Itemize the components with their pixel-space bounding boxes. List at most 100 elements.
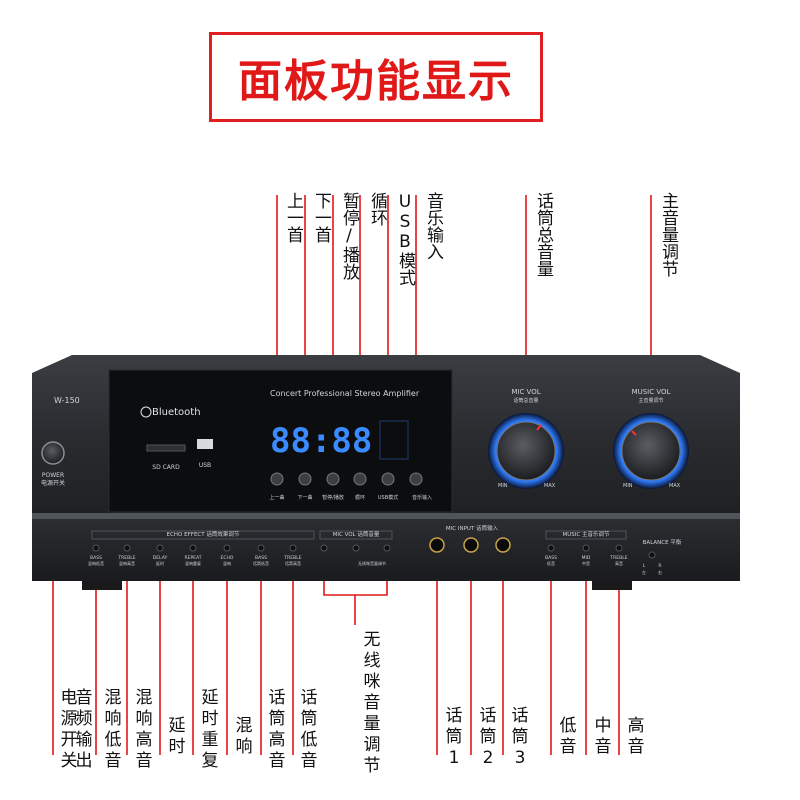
power-label: POWER xyxy=(42,472,64,479)
music-bass-knob[interactable] xyxy=(547,544,555,552)
mic-jack-3[interactable] xyxy=(495,537,511,553)
label-echo-treble: 混响高音 xyxy=(135,688,153,771)
mic-vol-label-cn: 话筒总音量 xyxy=(513,397,538,404)
music-min-label: MIN xyxy=(623,483,633,489)
power-label-cn: 电源开关 xyxy=(41,479,65,487)
echo-knob-cn-4: 混响重复 xyxy=(185,560,201,566)
label-delay: 延时 xyxy=(168,716,186,757)
label-play-pause: 暂停/播放 xyxy=(339,192,359,280)
usb-mode-button[interactable] xyxy=(381,472,395,486)
label-music-input: 音乐输入 xyxy=(423,192,443,260)
mic-treble-knob[interactable] xyxy=(289,544,297,552)
display-indicators xyxy=(379,420,409,460)
amplifier-panel: W-150 POWER 电源开关 Bluetooth Concert Profe… xyxy=(32,355,740,590)
music-treble-knob[interactable] xyxy=(615,544,623,552)
label-bass: 低音 xyxy=(559,716,577,757)
echo-effect-label: ECHO EFFECT 话筒效果调节 xyxy=(167,530,240,538)
mic-bass-knob[interactable] xyxy=(257,544,265,552)
music-max-label: MAX xyxy=(669,483,681,489)
label-usb-mode: USB模式 xyxy=(395,192,415,286)
sd-card-label: SD CARD xyxy=(152,464,180,471)
btn-label-loop: 循环 xyxy=(355,494,365,501)
page-title: 面板功能显示 xyxy=(238,56,514,107)
bluetooth-icon xyxy=(140,406,152,418)
mic-max-label: MAX xyxy=(544,483,556,489)
sd-card-slot[interactable] xyxy=(146,444,186,452)
label-mic1: 话筒1 xyxy=(445,706,463,768)
wireless-knob-2[interactable] xyxy=(352,544,360,552)
mic-vol-knob[interactable] xyxy=(496,421,556,481)
loop-button[interactable] xyxy=(353,472,367,486)
label-mic-bass: 话筒低音 xyxy=(300,688,318,771)
mic-input-jacks xyxy=(429,537,511,553)
echo-knob-label-6: BASS xyxy=(255,555,267,561)
echo-knob-label-5: ECHO xyxy=(221,555,234,561)
balance-r: R xyxy=(658,563,661,569)
balance-r-cn: 右 xyxy=(658,569,662,575)
next-button[interactable] xyxy=(298,472,312,486)
label-wireless-volume: 无线咪音量调节 xyxy=(363,630,381,776)
play-pause-button[interactable] xyxy=(326,472,340,486)
wireless-panel-label: 无线咪音量调节 xyxy=(358,560,386,566)
wireless-knob-1[interactable] xyxy=(320,544,328,552)
label-next: 下一首 xyxy=(311,192,331,243)
mic-input-label: MIC INPUT 话筒输入 xyxy=(446,524,499,532)
power-button[interactable] xyxy=(41,441,65,465)
label-mic-master: 话筒总音量 xyxy=(533,192,553,277)
label-mid: 中音 xyxy=(594,716,612,757)
btn-label-next: 下一曲 xyxy=(297,494,312,501)
music-mid-knob[interactable] xyxy=(582,544,590,552)
btn-label-music-in: 音乐输入 xyxy=(412,494,432,501)
usb-port[interactable] xyxy=(197,439,213,449)
balance-l: L xyxy=(643,563,646,569)
label-prev: 上一首 xyxy=(283,192,303,243)
echo-knob-cn-3: 延时 xyxy=(156,560,164,566)
transport-buttons xyxy=(270,472,423,486)
echo-treble-knob[interactable] xyxy=(123,544,131,552)
music-knob-cn-2: 中音 xyxy=(582,560,590,566)
label-power: 电源开关 xyxy=(60,688,78,771)
label-audio-output: 音频输出 xyxy=(75,688,93,771)
balance-knob[interactable] xyxy=(648,551,656,559)
wireless-knob-3[interactable] xyxy=(383,544,391,552)
usb-label: USB xyxy=(199,462,211,469)
music-label: MUSIC 主音乐调节 xyxy=(563,530,610,538)
mic-jack-2[interactable] xyxy=(463,537,479,553)
mic-vol-label: MIC VOL xyxy=(511,388,540,396)
btn-label-usb: USB模式 xyxy=(378,494,398,501)
music-knob-label-2: MID xyxy=(582,555,591,561)
echo-knob-cn-1: 混响低音 xyxy=(88,560,104,566)
wireless-mic-knobs xyxy=(320,544,391,552)
label-master-volume: 主音量调节 xyxy=(658,192,678,277)
music-vol-label-cn: 主音量调节 xyxy=(638,397,663,404)
label-delay-repeat: 延时重复 xyxy=(201,688,219,771)
title-box: 面板功能显示 xyxy=(209,32,543,122)
delay-knob[interactable] xyxy=(156,544,164,552)
echo-bass-knob[interactable] xyxy=(92,544,100,552)
led-display: 88:88 xyxy=(270,421,372,461)
echo-knob-label-1: BASS xyxy=(90,555,102,561)
label-loop: 循环 xyxy=(367,192,387,226)
music-input-button[interactable] xyxy=(409,472,423,486)
music-knob-label-1: BASS xyxy=(545,555,557,561)
music-knob-cn-1: 低音 xyxy=(547,560,555,566)
mic-jack-1[interactable] xyxy=(429,537,445,553)
echo-knob[interactable] xyxy=(223,544,231,552)
echo-knob-cn-2: 混响高音 xyxy=(119,560,135,566)
music-knob-label-3: TREBLE xyxy=(609,555,627,561)
btn-label-prev: 上一曲 xyxy=(269,494,284,501)
echo-knob-label-3: DELAY xyxy=(153,555,168,561)
echo-knob-cn-6: 话筒低音 xyxy=(253,560,269,566)
repeat-knob[interactable] xyxy=(189,544,197,552)
echo-knobs xyxy=(92,544,297,552)
mic-vol2-label: MIC VOL 话筒音量 xyxy=(333,530,380,538)
music-vol-knob[interactable] xyxy=(621,421,681,481)
music-vol-indicator xyxy=(631,430,637,436)
echo-knob-label-2: TREBLE xyxy=(117,555,135,561)
label-echo-bass: 混响低音 xyxy=(104,688,122,771)
balance-l-cn: 左 xyxy=(642,569,646,575)
echo-knob-label-4: REPEAT xyxy=(184,555,201,561)
echo-knob-cn-5: 混响 xyxy=(223,560,231,566)
label-mic3: 话筒3 xyxy=(511,706,529,768)
prev-button[interactable] xyxy=(270,472,284,486)
